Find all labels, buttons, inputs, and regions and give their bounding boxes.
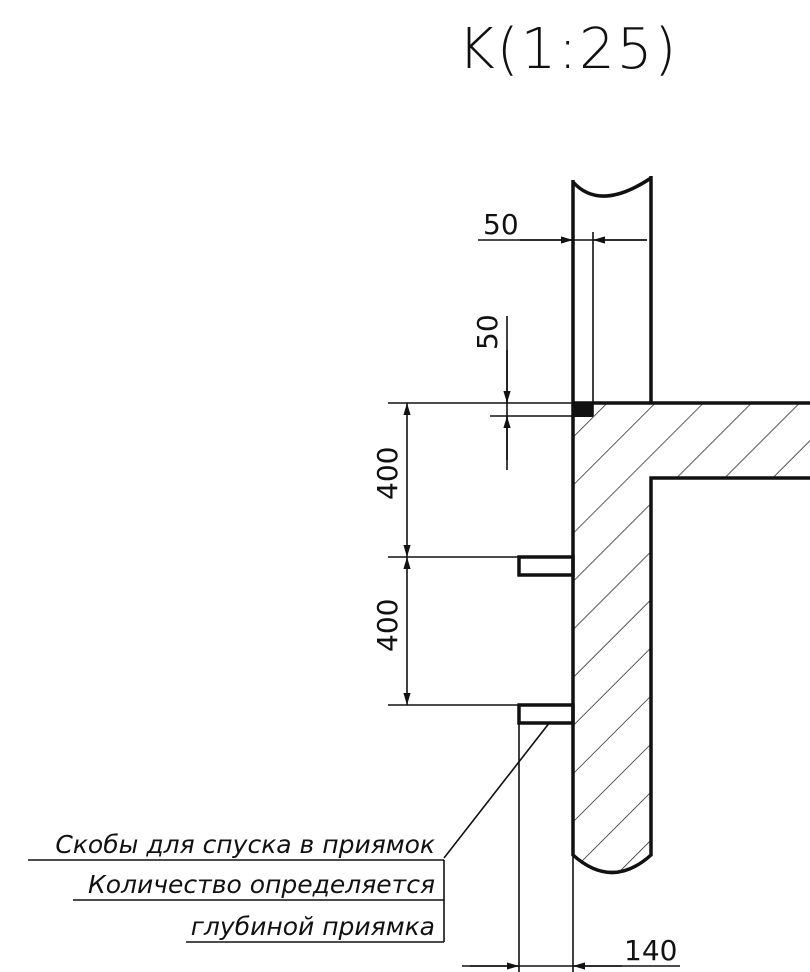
note-line-2: Количество определяется <box>88 870 435 899</box>
top-step <box>573 403 593 417</box>
drawing-title: K(1:25) <box>458 17 678 82</box>
break-line <box>571 176 652 198</box>
dim-top-v-label: 50 <box>471 314 504 350</box>
concrete-outline <box>571 403 810 875</box>
dim-140-label: 140 <box>624 934 677 967</box>
step-bracket-upper <box>517 555 575 577</box>
step-bracket-lower <box>517 703 575 725</box>
note-line-3: глубиной приямка <box>191 912 435 941</box>
note-line-1: Скобы для спуска в приямок <box>55 830 435 859</box>
dim-400-lower-label: 400 <box>371 599 404 652</box>
dim-400-upper-label: 400 <box>371 447 404 500</box>
dim-top-h-label: 50 <box>483 208 519 241</box>
concrete-section <box>573 403 810 873</box>
note-leader <box>443 721 551 859</box>
